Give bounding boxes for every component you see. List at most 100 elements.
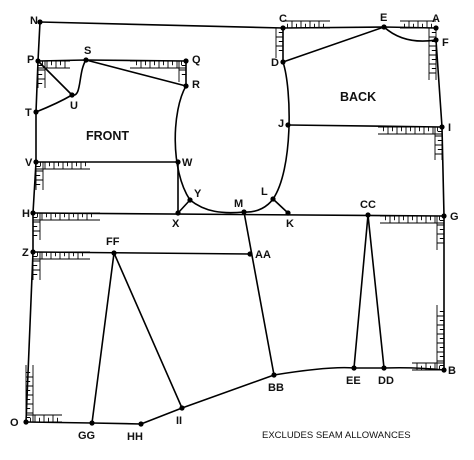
front-shoulder-line	[85, 59, 187, 87]
point-f	[433, 37, 439, 43]
point-x	[175, 210, 181, 216]
bust-line	[32, 212, 445, 217]
point-ii	[179, 405, 185, 411]
ruler-o-vertical	[25, 365, 34, 422]
point-e	[381, 24, 387, 30]
ruler-q-horizontal	[130, 60, 186, 69]
point-u	[69, 92, 75, 98]
point-t	[33, 109, 39, 115]
ruler-q-vertical	[178, 61, 187, 82]
point-label-a: A	[432, 13, 440, 25]
point-a	[433, 25, 439, 31]
point-q	[183, 58, 189, 64]
point-label-r: R	[192, 79, 200, 91]
point-p	[35, 58, 41, 64]
point-label-dd: DD	[378, 375, 394, 387]
ruler-v-horizontal	[36, 161, 90, 170]
point-v	[33, 159, 39, 165]
ruler-h-vertical	[32, 213, 41, 240]
back-neck-curve	[383, 26, 437, 42]
ruler-o-horizontal	[26, 414, 62, 423]
point-d	[280, 59, 286, 65]
point-g	[441, 213, 447, 219]
point-label-m: M	[234, 198, 243, 210]
point-label-cc: CC	[360, 199, 376, 211]
ruler-ticks	[25, 20, 445, 423]
point-b	[441, 367, 447, 373]
ruler-b-vertical	[436, 305, 445, 370]
point-label-l: L	[261, 186, 268, 198]
points	[23, 19, 447, 427]
point-n	[37, 19, 43, 25]
point-label-bb: BB	[268, 382, 284, 394]
point-ee	[351, 365, 357, 371]
point-s	[83, 57, 89, 63]
point-label-f: F	[442, 37, 449, 49]
point-i	[439, 124, 445, 130]
point-j	[285, 122, 291, 128]
front-dart-left	[91, 252, 115, 424]
point-label-aa: AA	[255, 249, 271, 261]
point-k	[285, 210, 291, 216]
back-label: BACK	[340, 90, 376, 104]
seam-allowance-note: EXCLUDES SEAM ALLOWANCES	[262, 430, 411, 441]
ruler-p-horizontal	[38, 60, 70, 69]
point-label-y: Y	[194, 188, 202, 200]
point-y	[187, 197, 193, 203]
point-label-v: V	[25, 157, 33, 169]
p-u-line	[37, 60, 73, 96]
point-aa	[247, 251, 253, 257]
point-bb	[271, 372, 277, 378]
point-label-ff: FF	[106, 236, 120, 248]
ruler-z-vertical	[32, 252, 41, 280]
point-label-d: D	[271, 57, 279, 69]
point-cc	[365, 212, 371, 218]
point-label-hh: HH	[127, 431, 143, 443]
back-center-line	[435, 39, 445, 371]
point-label-c: C	[279, 13, 287, 25]
ruler-b-horizontal	[412, 362, 444, 371]
point-dd	[381, 365, 387, 371]
point-label-k: K	[286, 218, 294, 230]
n-p-line	[37, 21, 41, 62]
point-label-u: U	[70, 100, 78, 112]
top-edge-line	[39, 21, 437, 29]
point-label-o: O	[10, 417, 19, 429]
point-label-ee: EE	[346, 375, 361, 387]
ruler-i-horizontal	[378, 126, 442, 135]
point-ff	[111, 250, 117, 256]
point-w	[175, 159, 181, 165]
back-dart-right	[367, 214, 385, 369]
point-hh	[138, 421, 144, 427]
point-label-z: Z	[22, 247, 29, 259]
point-label-i: I	[448, 122, 451, 134]
point-c	[280, 25, 286, 31]
ruler-c-horizontal	[283, 20, 330, 29]
ruler-c-vertical	[275, 28, 284, 58]
back-shoulder-line	[282, 26, 385, 63]
point-label-gg: GG	[78, 430, 95, 442]
side-seam-line	[243, 211, 275, 376]
ruler-z-horizontal	[33, 251, 90, 260]
point-h	[30, 210, 36, 216]
point-gg	[89, 420, 95, 426]
l-k-line	[272, 198, 289, 214]
ruler-g-horizontal	[380, 215, 444, 224]
point-label-w: W	[182, 157, 193, 169]
point-label-e: E	[380, 12, 387, 24]
ruler-a-horizontal	[400, 20, 436, 29]
ruler-v-vertical	[35, 162, 44, 190]
ruler-p-vertical	[37, 61, 46, 88]
point-label-ii: II	[176, 415, 182, 427]
point-label-n: N	[30, 15, 38, 27]
point-label-g: G	[450, 211, 459, 223]
point-z	[30, 249, 36, 255]
ruler-h-horizontal	[33, 212, 100, 221]
front-dart-right	[113, 252, 183, 409]
point-l	[270, 196, 276, 202]
point-label-t: T	[25, 107, 32, 119]
x-y-line	[177, 199, 191, 214]
point-label-s: S	[84, 45, 91, 57]
